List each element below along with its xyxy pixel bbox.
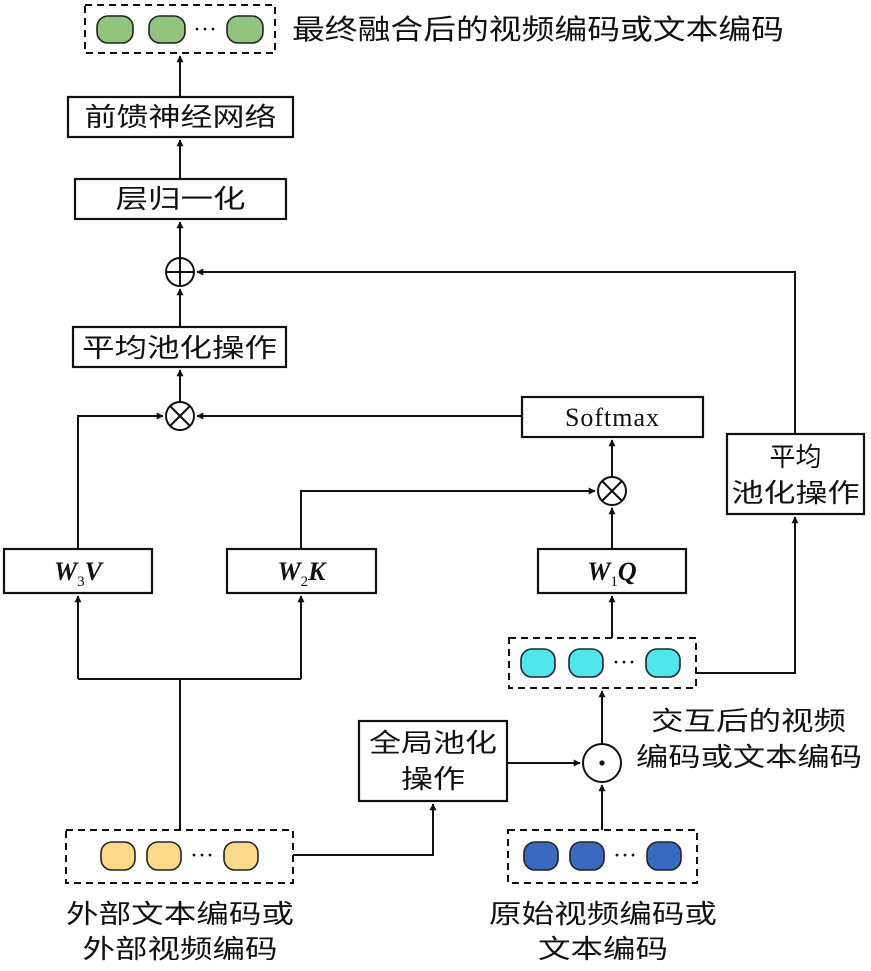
external-token-n <box>223 841 259 871</box>
w2k-box <box>225 547 378 595</box>
w3v-label: W3V <box>54 557 105 590</box>
avg-pool-side-box <box>725 432 866 516</box>
layer-norm-box <box>73 177 288 221</box>
interacted-ellipsis: ··· <box>612 650 636 676</box>
layer-norm-label: 层归一化 <box>116 185 246 215</box>
final-token-1 <box>96 15 134 44</box>
elementwise-dot-operator <box>582 743 622 783</box>
interacted-token-1 <box>520 648 556 678</box>
w3v-box <box>2 547 154 595</box>
original-label-line2: 文本编码 <box>538 935 668 965</box>
global-pool-line2: 操作 <box>401 765 465 795</box>
softmax-label: Softmax <box>565 403 660 432</box>
external-token-2 <box>146 841 182 871</box>
interacted-token-group <box>508 637 697 689</box>
final-token-n <box>226 15 264 44</box>
external-token-1 <box>100 841 136 871</box>
avg-pool-side-line2: 池化操作 <box>732 479 860 509</box>
original-token-group <box>507 829 698 884</box>
external-label-line2: 外部视频编码 <box>83 935 278 965</box>
original-ellipsis: ··· <box>613 843 637 869</box>
w2k-label: W2K <box>278 557 328 590</box>
original-token-n <box>646 841 682 871</box>
final-ellipsis: ··· <box>193 17 217 43</box>
multiply-operator-qk <box>597 476 627 506</box>
avg-pool-side-line1: 平均 <box>770 443 822 473</box>
interacted-token-2 <box>568 648 604 678</box>
original-label-line1: 原始视频编码或 <box>489 900 717 930</box>
multiply-operator-main <box>165 401 195 431</box>
ffn-box <box>66 95 295 139</box>
ffn-label: 前馈神经网络 <box>85 103 277 133</box>
connectors <box>74 55 799 856</box>
external-ellipsis: ··· <box>190 843 214 869</box>
final-output-label: 最终融合后的视频编码或文本编码 <box>292 13 784 46</box>
external-label-line1: 外部文本编码或 <box>66 900 294 930</box>
interacted-label-line1: 交互后的视频 <box>651 707 846 737</box>
final-token-2 <box>148 15 186 44</box>
interacted-label-line2: 编码或文本编码 <box>636 743 862 773</box>
w1q-label: W1Q <box>587 557 637 590</box>
add-operator <box>165 257 195 287</box>
original-token-2 <box>569 841 605 871</box>
interacted-token-n <box>645 648 681 678</box>
w1q-box <box>536 547 688 595</box>
original-token-1 <box>523 841 559 871</box>
global-pool-line1: 全局池化 <box>369 729 497 759</box>
global-pool-box <box>357 719 509 803</box>
avg-pool-main-label: 平均池化操作 <box>82 334 277 364</box>
